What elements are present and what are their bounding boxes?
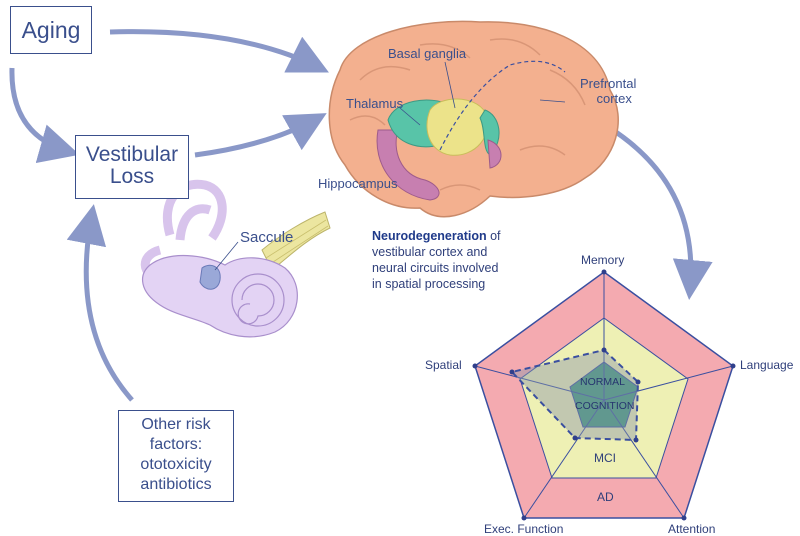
flow-arrows	[9, 29, 713, 402]
aging-label: Aging	[21, 17, 81, 43]
zone-label-normal: NORMAL	[580, 376, 625, 388]
axis-label-language: Language	[740, 358, 794, 372]
neuro-line4: in spatial processing	[372, 277, 486, 291]
cochlear-nerve	[261, 211, 331, 271]
basal-ganglia-shape	[426, 98, 488, 156]
risk-label-line4: antibiotics	[140, 476, 212, 493]
cognition-radar	[472, 269, 736, 521]
arrow-aging-to-vestibular	[9, 67, 80, 164]
vestibular-loss-box: Vestibular Loss	[75, 135, 189, 199]
zone-label-cognition: COGNITION	[575, 400, 635, 412]
axis-label-attention: Attention	[668, 522, 716, 536]
prefrontal-cortex-label: Prefrontal cortex	[580, 76, 636, 106]
axis-label-exec-function: Exec. Function	[484, 522, 564, 536]
thalamus-label: Thalamus	[346, 96, 404, 111]
arrow-aging-to-brain	[109, 29, 329, 73]
basal-ganglia-label: Basal ganglia	[388, 46, 467, 61]
axis-label-memory: Memory	[581, 253, 625, 267]
neuro-line2: vestibular cortex and	[372, 245, 488, 259]
saccule-shape	[199, 264, 221, 290]
cochlea	[231, 273, 285, 327]
arrow-brain-to-radar	[598, 119, 713, 300]
neuro-bold: Neurodegeneration	[372, 229, 487, 243]
brain-illustration	[328, 20, 619, 218]
zone-label-mci: MCI	[594, 451, 616, 465]
prefrontal-dashed	[439, 60, 566, 151]
aging-box: Aging	[10, 6, 92, 54]
risk-label-line1: Other risk	[141, 416, 211, 433]
prefrontal-label-line1: Prefrontal	[580, 76, 637, 91]
other-risk-factors-box: Other risk factors: ototoxicity antibiot…	[118, 410, 234, 502]
prefrontal-label-line2: cortex	[596, 91, 632, 106]
zone-label-ad: AD	[597, 490, 614, 504]
risk-label-line3: ototoxicity	[140, 456, 212, 473]
inner-ear-illustration	[140, 179, 331, 338]
arrow-vestibular-to-brain	[194, 113, 327, 158]
axis-label-spatial: Spatial	[425, 358, 462, 372]
neurodegeneration-caption: Neurodegeneration of vestibular cortex a…	[372, 228, 572, 292]
radar-axes	[474, 272, 734, 519]
saccule-label: Saccule	[240, 229, 294, 246]
neuro-line3: neural circuits involved	[372, 261, 499, 275]
hippocampus-label: Hippocampus	[318, 176, 398, 191]
vestibular-label-line1: Vestibular	[85, 143, 179, 166]
radar-vertices	[472, 269, 736, 521]
neuro-rest: of	[486, 229, 501, 243]
arrow-risk-to-vestibular	[66, 204, 134, 402]
risk-label-line2: factors:	[149, 436, 203, 453]
patient-profile	[510, 348, 640, 442]
vestibular-label-line2: Loss	[109, 165, 155, 188]
hippocampus-shape	[376, 129, 440, 201]
